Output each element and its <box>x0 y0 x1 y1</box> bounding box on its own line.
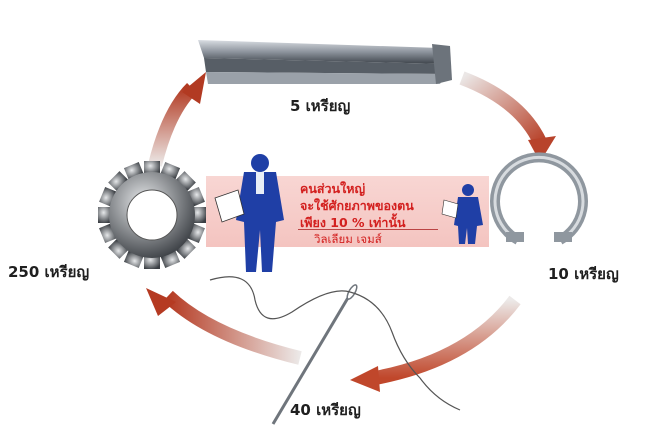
banner-line-3: เพียง 10 % เท่านั้น <box>300 215 406 230</box>
label-250-coins: 250 เหรียญ <box>8 263 90 281</box>
label-40-coins: 40 เหรียญ <box>290 401 361 419</box>
banner-line-2: จะใช้ศักยภาพของตน <box>300 198 414 213</box>
quote-banner: คนส่วนใหญ่ จะใช้ศักยภาพของตน เพียง 10 % … <box>206 176 489 247</box>
arrow-right-bottom <box>350 295 521 392</box>
banner-line-1: คนส่วนใหญ่ <box>300 181 366 196</box>
banner-author: วิลเลียม เจมส์ <box>314 232 382 246</box>
steel-bar-icon <box>198 40 452 84</box>
needle-icon <box>209 276 461 425</box>
gear-icon <box>98 161 206 269</box>
arrow-top-right <box>459 71 556 162</box>
arrow-left-top <box>148 72 206 167</box>
label-5-coins: 5 เหรียญ <box>290 97 351 115</box>
arrow-bottom-left <box>146 288 302 365</box>
banner-divider <box>298 229 438 230</box>
label-10-coins: 10 เหรียญ <box>548 265 619 283</box>
horseshoe-icon <box>490 152 588 245</box>
